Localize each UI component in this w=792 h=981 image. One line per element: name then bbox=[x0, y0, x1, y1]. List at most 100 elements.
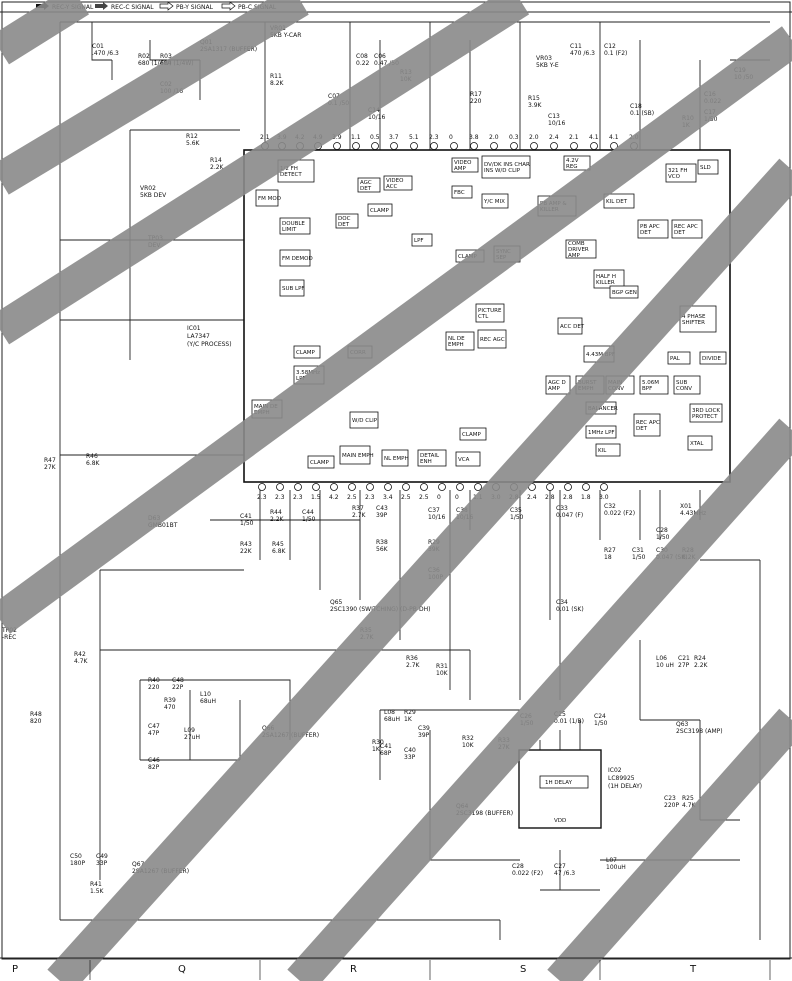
block-label: SUB LPF bbox=[282, 286, 305, 292]
svg-text:2.7K: 2.7K bbox=[406, 662, 421, 669]
ic01-top-pin: 3.8 bbox=[469, 134, 479, 150]
shading-band bbox=[0, 0, 309, 195]
block-sld: SLD bbox=[697, 159, 719, 175]
pin-voltage: 3.9 bbox=[332, 134, 342, 141]
svg-text:C34: C34 bbox=[556, 599, 568, 606]
svg-text:R32: R32 bbox=[462, 735, 474, 742]
svg-text:10/16: 10/16 bbox=[368, 114, 385, 121]
svg-text:C27: C27 bbox=[554, 863, 566, 870]
svg-text:820: 820 bbox=[30, 718, 42, 725]
ic02-body bbox=[518, 749, 602, 829]
ic01-top-pin: 2.4 bbox=[549, 134, 559, 150]
svg-text:220: 220 bbox=[470, 98, 482, 105]
svg-text:39P: 39P bbox=[418, 732, 430, 739]
svg-text:R39: R39 bbox=[164, 697, 176, 704]
ic01-bottom-pin: 2.8 bbox=[545, 483, 555, 501]
svg-text:22P: 22P bbox=[172, 684, 184, 691]
shading-band bbox=[0, 0, 530, 345]
block-label: W/D CLIP bbox=[352, 418, 378, 424]
svg-text:47 /6.3: 47 /6.3 bbox=[554, 870, 575, 877]
ic01-bottom-pin: 2.3 bbox=[293, 483, 303, 501]
pin-voltage: 5.1 bbox=[409, 134, 419, 141]
block-label: KIL bbox=[598, 448, 607, 454]
svg-text:R48: R48 bbox=[30, 711, 42, 718]
block-label: ACC DET bbox=[560, 324, 585, 330]
block-clamp5: CLAMP bbox=[459, 427, 487, 441]
grid-letter: R bbox=[350, 964, 357, 975]
block-clamp4: CLAMP bbox=[307, 455, 335, 469]
block-label: CTL bbox=[478, 314, 489, 320]
svg-text:Q63: Q63 bbox=[676, 721, 689, 728]
block-label: REC APC bbox=[674, 224, 698, 230]
svg-text:R03: R03 bbox=[160, 53, 172, 60]
block-label: ACC bbox=[386, 184, 398, 190]
ic02-core: 1H DELAY bbox=[545, 780, 573, 786]
block-bgp-gen: BGP GEN bbox=[609, 285, 639, 299]
svg-text:10/16: 10/16 bbox=[548, 120, 565, 127]
block-fm-demod: FM DEMOD bbox=[279, 249, 313, 267]
svg-text:R31: R31 bbox=[436, 663, 448, 670]
svg-text:R14: R14 bbox=[210, 157, 222, 164]
svg-text:Q65: Q65 bbox=[330, 599, 343, 606]
block-label: MAIN EMPH bbox=[342, 453, 374, 459]
svg-text:.470 /6.3: .470 /6.3 bbox=[92, 50, 119, 57]
ic01-part: LA7347 bbox=[187, 333, 210, 340]
svg-text:0.1 (F2): 0.1 (F2) bbox=[604, 50, 627, 57]
block-label: VCO bbox=[668, 174, 681, 180]
pin-voltage: 0 bbox=[449, 134, 453, 141]
svg-text:1K: 1K bbox=[372, 746, 381, 753]
block-label: PICTURE bbox=[478, 308, 502, 314]
svg-text:22K: 22K bbox=[240, 548, 253, 555]
block-label: DRIVER bbox=[568, 247, 589, 253]
svg-text:4.7K: 4.7K bbox=[74, 658, 89, 665]
grid-letter: Q bbox=[178, 964, 186, 975]
svg-text:C24: C24 bbox=[594, 713, 606, 720]
block-label: 4.2V bbox=[566, 158, 579, 164]
block-label: DET bbox=[338, 222, 350, 228]
block-clamp1: CLAMP bbox=[367, 203, 393, 217]
svg-text:R30: R30 bbox=[372, 739, 384, 746]
svg-text:R02: R02 bbox=[138, 53, 150, 60]
pin-voltage: 2.4 bbox=[527, 494, 537, 501]
svg-text:6.8K: 6.8K bbox=[86, 460, 101, 467]
block-label: 1/2 FH bbox=[280, 166, 298, 172]
pin-voltage: 2.0 bbox=[489, 134, 499, 141]
pin-voltage: 0.3 bbox=[509, 134, 519, 141]
svg-text:10/16: 10/16 bbox=[428, 514, 445, 521]
block-label: REG bbox=[566, 164, 578, 170]
shading-band bbox=[47, 158, 792, 981]
svg-text:R17: R17 bbox=[470, 91, 482, 98]
block-label: DV/DK INS CHAR bbox=[484, 162, 530, 168]
svg-text:C39: C39 bbox=[418, 725, 430, 732]
svg-text:R15: R15 bbox=[528, 95, 540, 102]
pin-voltage: 2.5 bbox=[401, 494, 411, 501]
block-wd-clip: W/D CLIP bbox=[349, 411, 379, 429]
pin-voltage: 3.4 bbox=[383, 494, 393, 501]
